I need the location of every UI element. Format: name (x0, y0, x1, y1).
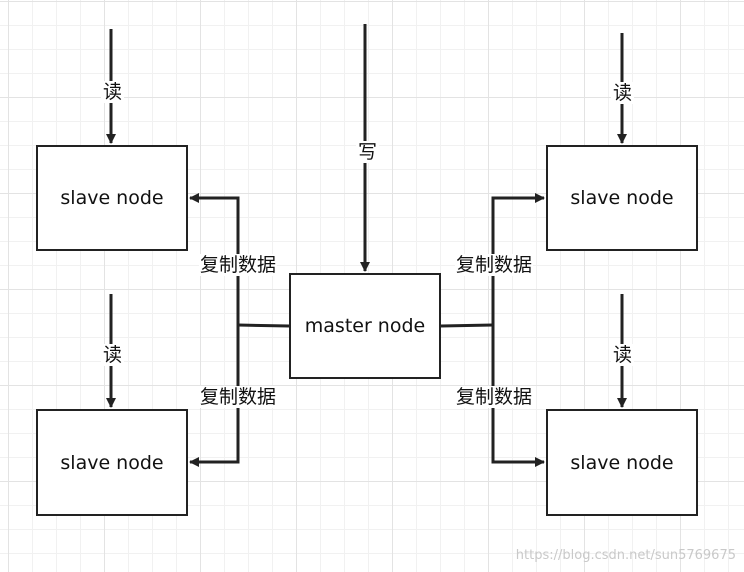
slave-node-bottom-left: slave node (36, 409, 188, 516)
replicate-label-top-left: 复制数据 (199, 254, 278, 276)
replicate-stub-left (237, 323, 290, 328)
replicate-stub-right (440, 323, 494, 328)
slave-node-label: slave node (570, 187, 674, 209)
replicate-arrow-top-left (189, 193, 240, 325)
slave-node-label: slave node (60, 451, 164, 474)
master-node: master node (289, 273, 441, 379)
replicate-label-bottom-right: 复制数据 (455, 386, 534, 408)
read-label-bottom-right: 读 (611, 344, 635, 366)
slave-node-top-left: slave node (36, 145, 188, 251)
read-label-top-right: 读 (611, 82, 635, 104)
replicate-label-bottom-left: 复制数据 (199, 386, 278, 408)
replicate-arrow-top-right (491, 193, 545, 325)
master-node-label: master node (304, 315, 426, 337)
replicate-arrow-bottom-left (189, 325, 240, 467)
read-label-bottom-left: 读 (101, 344, 125, 366)
read-label-top-left: 读 (101, 81, 125, 103)
watermark-text: https://blog.csdn.net/sun5769675 (515, 548, 736, 563)
slave-node-label: slave node (570, 451, 674, 474)
replicate-arrow-bottom-right (491, 325, 545, 467)
slave-node-bottom-right: slave node (546, 409, 698, 516)
replicate-label-top-right: 复制数据 (455, 254, 534, 276)
slave-node-label: slave node (60, 187, 164, 209)
write-label: 写 (356, 141, 380, 163)
slave-node-top-right: slave node (546, 145, 698, 251)
